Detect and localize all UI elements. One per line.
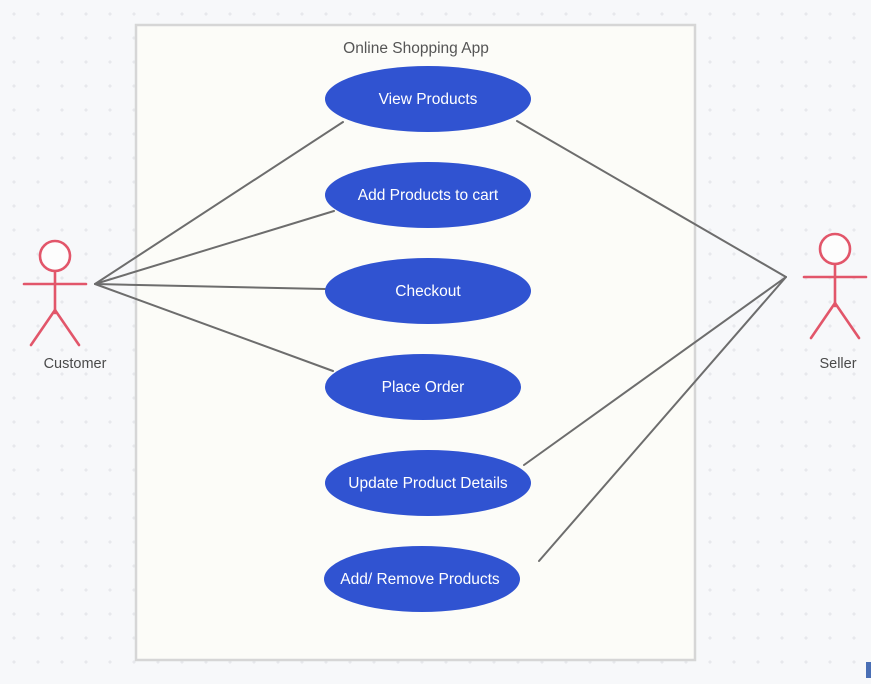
use-case-ellipse (325, 66, 531, 132)
use-case-ellipse (325, 354, 521, 420)
use-case-update-product-details[interactable]: Update Product Details (325, 450, 531, 516)
use-case-ellipse (325, 258, 531, 324)
use-case-ellipse (325, 162, 531, 228)
association-customer-add-products-to-cart[interactable] (94, 210, 335, 285)
use-case-label: Place Order (382, 379, 465, 396)
actor-right-leg-icon (53, 308, 81, 347)
actor-head-icon (818, 232, 852, 266)
use-case-add-remove-products[interactable]: Add/ Remove Products (324, 546, 520, 612)
actor-right-leg-icon (833, 301, 861, 340)
use-case-label: Checkout (395, 283, 461, 300)
actor-label: Seller (819, 356, 856, 372)
use-case-label: Update Product Details (348, 475, 508, 492)
use-case-checkout[interactable]: Checkout (325, 258, 531, 324)
use-case-label: View Products (379, 91, 478, 108)
use-case-add-products-to-cart[interactable]: Add Products to cart (325, 162, 531, 228)
use-case-view-products[interactable]: View Products (325, 66, 531, 132)
association-seller-view-products[interactable] (516, 120, 787, 278)
system-title: Online Shopping App (343, 40, 489, 57)
use-case-ellipse (324, 546, 520, 612)
use-case-label: Add/ Remove Products (340, 571, 500, 588)
use-case-label: Add Products to cart (358, 187, 499, 204)
actor-label: Customer (44, 356, 107, 372)
actor-customer[interactable]: Customer (22, 239, 107, 372)
association-seller-add-remove-products[interactable] (538, 276, 787, 562)
edge-artifact (866, 662, 871, 678)
association-customer-view-products[interactable] (94, 121, 344, 285)
association-seller-update-product-details[interactable] (523, 276, 787, 466)
use-case-ellipse (325, 450, 531, 516)
actor-left-leg-icon (809, 301, 837, 340)
actor-seller[interactable]: Seller (802, 232, 868, 372)
association-customer-place-order[interactable] (94, 283, 334, 372)
actor-left-leg-icon (29, 308, 57, 347)
use-case-place-order[interactable]: Place Order (325, 354, 521, 420)
association-customer-checkout[interactable] (94, 283, 326, 290)
actor-head-icon (38, 239, 72, 273)
